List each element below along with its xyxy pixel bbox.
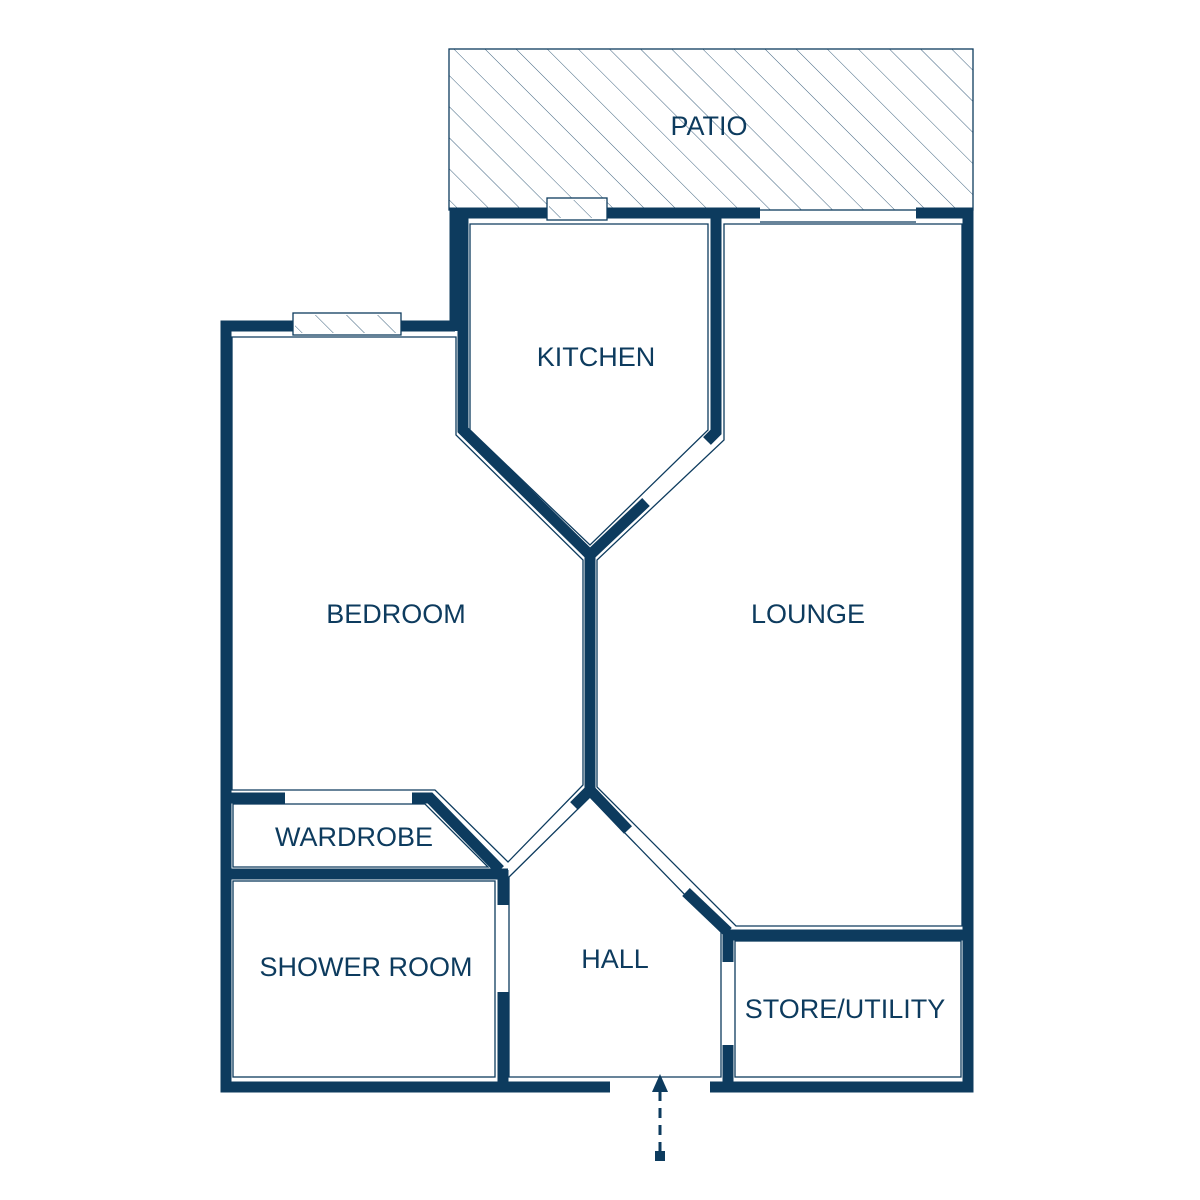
hall-label: HALL [581, 944, 649, 974]
store-utility-label: STORE/UTILITY [745, 994, 946, 1024]
wardrobe-label: WARDROBE [275, 822, 433, 852]
store-utility-outline [734, 940, 962, 1078]
patio-label: PATIO [670, 111, 747, 141]
walls [220, 207, 974, 1093]
hall-outline [508, 796, 722, 1078]
wardrobe-wall-top-right [412, 792, 504, 874]
patio [448, 48, 974, 211]
hall-diagonal-right-lower [682, 888, 732, 936]
hall-diagonal-right-stub [586, 786, 632, 834]
room-outlines [231, 221, 963, 1078]
room-labels: PATIO KITCHEN BEDROOM LOUNGE WARDROBE SH… [260, 111, 946, 1024]
shower-room-label: SHOWER ROOM [260, 952, 473, 982]
bedroom-window-hatch [295, 315, 399, 333]
bedroom-outline [231, 336, 584, 863]
entrance-arrowhead [652, 1074, 668, 1092]
bedroom-label: BEDROOM [326, 599, 466, 629]
dashed-up-arrow-icon [652, 1074, 668, 1161]
patio-area [448, 48, 974, 211]
outer-wall-left [220, 320, 610, 1093]
lounge-label: LOUNGE [751, 599, 865, 629]
kitchen-window-hatch [549, 200, 605, 218]
outer-wall-right [710, 207, 974, 1093]
kitchen-label: KITCHEN [537, 342, 656, 372]
shower-room-outline [232, 880, 496, 1078]
kitchen-wall-left [457, 218, 594, 559]
kitchen-wall-right [703, 218, 722, 445]
kitchen-outline [469, 223, 709, 546]
kitchen-wall-diagonal-right [586, 498, 650, 559]
lounge-outline [596, 223, 963, 927]
entrance-arrow-tail [655, 1151, 665, 1161]
outer-wall-kitchen-left [449, 207, 547, 331]
wardrobe-outline [232, 803, 490, 868]
